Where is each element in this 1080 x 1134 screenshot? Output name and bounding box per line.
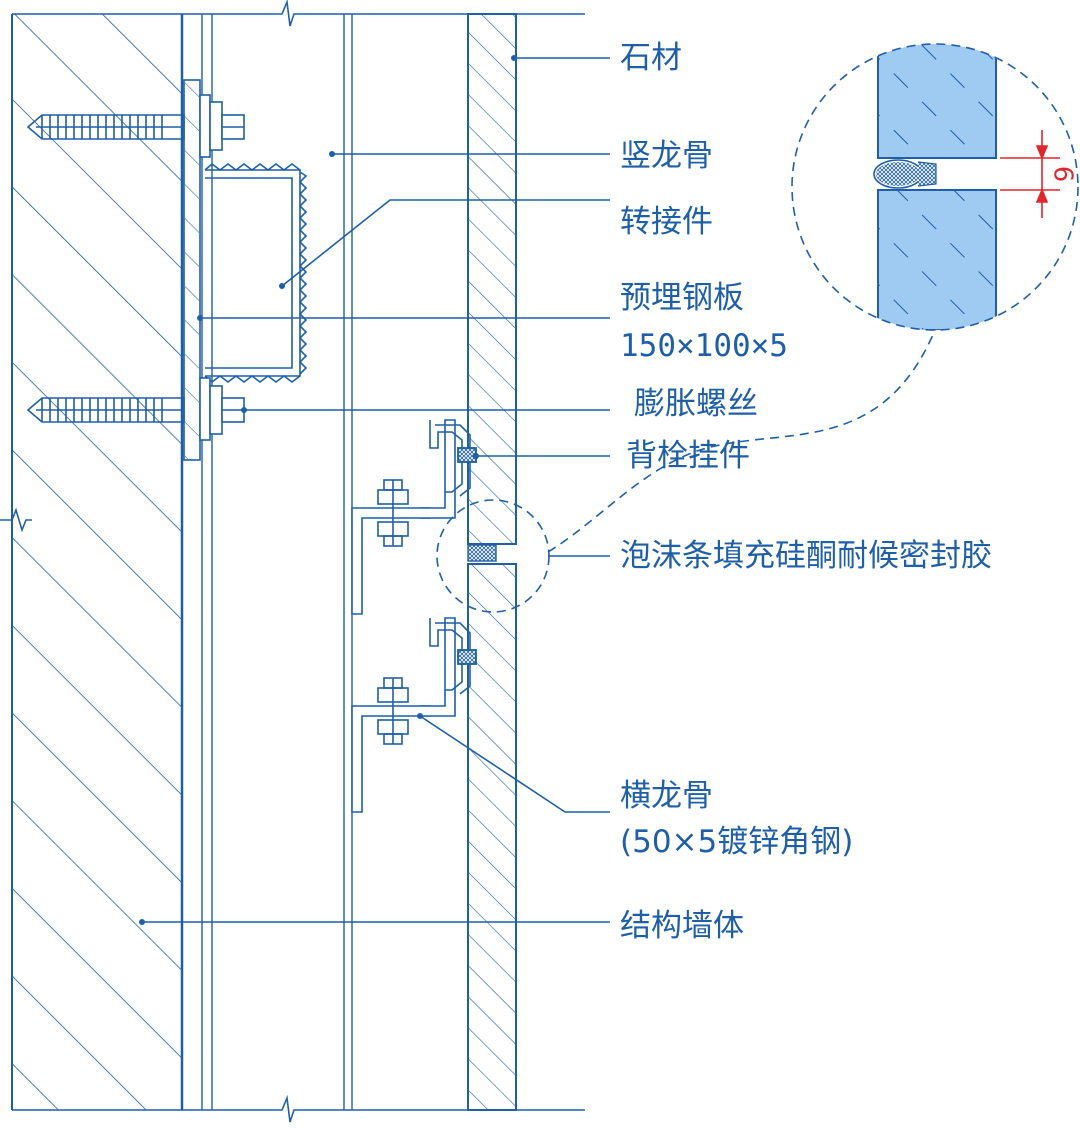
label-sealant: 泡沫条填充硅酮耐候密封胶 xyxy=(620,538,992,574)
label-back-bolt-hanger: 背栓挂件 xyxy=(626,438,750,474)
label-horizontal-keel-spec: (50×5镀锌角钢) xyxy=(620,824,853,860)
label-expansion-bolt: 膨胀螺丝 xyxy=(634,386,758,422)
expansion-bolt-upper xyxy=(26,94,245,158)
section-boundary-lines xyxy=(12,0,585,1123)
gap-dimension xyxy=(1000,130,1060,218)
leader-lines xyxy=(142,57,610,923)
horizontal-keel-lower xyxy=(351,617,477,813)
gap-dimension-value: 6 xyxy=(1048,166,1078,183)
embedded-steel-plate xyxy=(183,79,201,461)
horizontal-keel-upper xyxy=(351,419,477,615)
adapter-channel xyxy=(204,162,308,384)
label-embedded-plate-name: 预埋钢板 xyxy=(620,280,744,316)
label-horizontal-keel-name: 横龙骨 xyxy=(620,778,713,814)
stone-panel xyxy=(467,13,517,1111)
expansion-bolt-lower xyxy=(26,377,245,441)
label-adapter: 转接件 xyxy=(620,204,713,240)
label-stone: 石材 xyxy=(620,40,682,76)
label-embedded-plate-size: 150×100×5 xyxy=(620,328,788,364)
label-vertical-keel: 竖龙骨 xyxy=(620,138,713,174)
label-structural-wall: 结构墙体 xyxy=(620,908,744,944)
enlarged-joint-detail: 6 xyxy=(791,43,1079,331)
leader-dots xyxy=(139,55,517,925)
structural-wall xyxy=(0,14,184,1110)
